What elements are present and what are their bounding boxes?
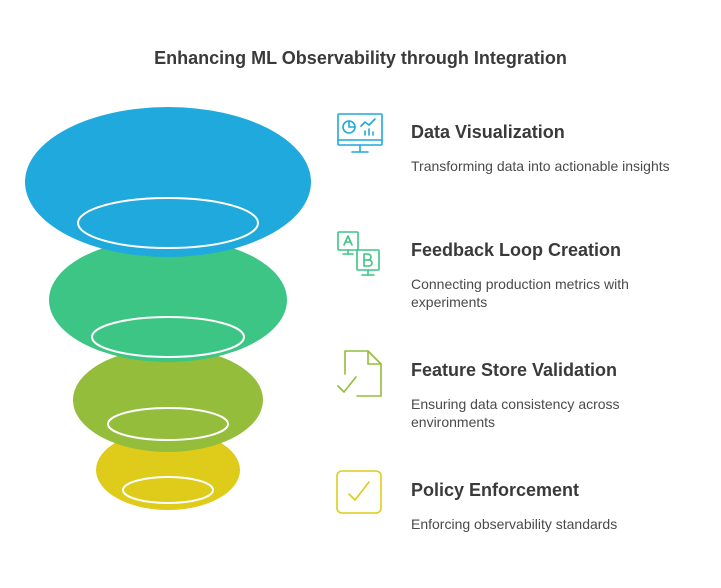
item-title: Feature Store Validation xyxy=(411,360,618,380)
ab-test-icon xyxy=(337,231,380,276)
item-description: Enforcing observability standards xyxy=(411,516,618,532)
document-check-icon xyxy=(337,350,382,397)
page-title: Enhancing ML Observability through Integ… xyxy=(154,48,567,68)
monitor-chart-icon xyxy=(337,113,383,153)
funnel-layer-4 xyxy=(96,430,240,510)
funnel-layer-3 xyxy=(73,348,263,452)
item-title: Feedback Loop Creation xyxy=(411,240,622,260)
funnel-layer-2 xyxy=(49,238,287,362)
item-title: Data Visualization xyxy=(411,122,565,142)
item-description: Transforming data into actionable insigh… xyxy=(411,158,670,174)
item-description: Connecting production metrics with exper… xyxy=(411,276,629,310)
funnel-layer-1 xyxy=(25,107,311,257)
funnel-diagram xyxy=(25,107,311,510)
item-title: Policy Enforcement xyxy=(411,480,580,500)
checkbox-icon xyxy=(336,470,382,514)
item-description: Ensuring data consistency across environ… xyxy=(411,396,620,430)
